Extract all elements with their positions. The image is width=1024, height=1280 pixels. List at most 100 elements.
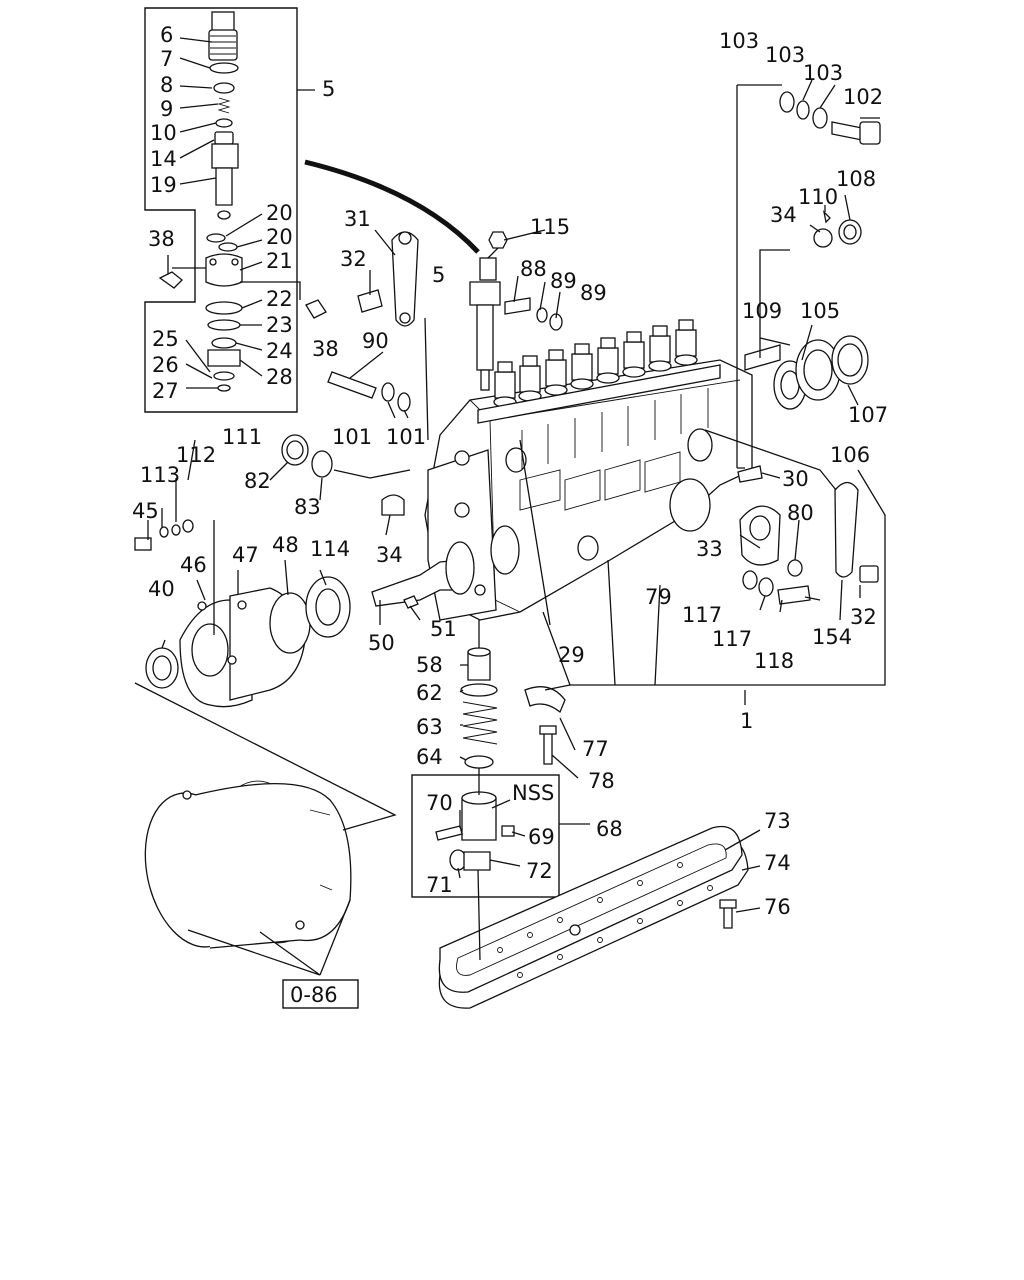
- camshaft-50: [371, 541, 475, 609]
- bracket-77-screw-78: [524, 686, 566, 765]
- callout-103-b: 103: [765, 43, 805, 67]
- callout-64: 64: [416, 745, 443, 769]
- callout-9: 9: [160, 97, 173, 121]
- delivery-valve-parts-stack: [205, 11, 243, 392]
- bearing-105-seal-107: [744, 335, 869, 410]
- callout-71: 71: [426, 873, 453, 897]
- callout-103-c: 103: [803, 61, 843, 85]
- callout-74: 74: [764, 851, 791, 875]
- drive-end-assembly: [145, 576, 351, 708]
- delivery-valve-kit-frame: [144, 7, 315, 413]
- callout-115: 115: [530, 215, 570, 239]
- kit-leader-lines: [167, 37, 301, 389]
- callout-112: 112: [176, 443, 216, 467]
- callout-103-a: 103: [719, 29, 759, 53]
- fitting-108-110-34: [813, 210, 862, 248]
- callout-76: 76: [764, 895, 791, 919]
- callout-32-b: 32: [850, 605, 877, 629]
- leader-lines-main: [134, 79, 886, 961]
- callout-110: 110: [798, 185, 838, 209]
- callout-80: 80: [787, 501, 814, 525]
- delivery-valve-holder-5: [469, 231, 508, 391]
- callout-31: 31: [344, 207, 371, 231]
- callout-108: 108: [836, 167, 876, 191]
- callout-25: 25: [152, 327, 179, 351]
- delivery-valve-holders-row: [477, 319, 721, 424]
- bolt-45-washers: [134, 519, 194, 551]
- bolt-90-washers-101: [327, 371, 411, 412]
- callout-89-b: 89: [580, 281, 607, 305]
- callout-38-a: 38: [148, 227, 175, 251]
- callout-63: 63: [416, 715, 443, 739]
- callout-82: 82: [244, 469, 271, 493]
- plugs-82-83-34: [281, 434, 405, 516]
- callout-113: 113: [140, 463, 180, 487]
- callout-88: 88: [520, 257, 547, 281]
- callout-29: 29: [558, 643, 585, 667]
- callout-78: 78: [588, 769, 615, 793]
- callout-34-left: 34: [376, 543, 403, 567]
- callout-114: 114: [310, 537, 350, 561]
- callout-7: 7: [160, 47, 173, 71]
- callout-154: 154: [812, 625, 852, 649]
- callout-nss: NSS: [512, 781, 554, 805]
- callout-51: 51: [430, 617, 457, 641]
- callout-26: 26: [152, 353, 179, 377]
- callout-38-b: 38: [312, 337, 339, 361]
- banjo-bolt-102-washers-103: [779, 91, 881, 145]
- callout-24: 24: [266, 339, 293, 363]
- callout-1: 1: [740, 709, 753, 733]
- callout-118: 118: [754, 649, 794, 673]
- callout-34-top: 34: [770, 203, 797, 227]
- callout-30: 30: [782, 467, 809, 491]
- callout-33: 33: [696, 537, 723, 561]
- callout-101-a: 101: [332, 425, 372, 449]
- bottom-cover-73-74: [438, 826, 749, 1009]
- callout-5-holder: 5: [432, 263, 445, 287]
- callout-19: 19: [150, 173, 177, 197]
- timer-housing-reference: [144, 780, 359, 1009]
- callout-20-b: 20: [266, 225, 293, 249]
- side-cover-parts: [737, 465, 879, 605]
- callout-10: 10: [150, 121, 177, 145]
- callout-89-a: 89: [550, 269, 577, 293]
- callout-14: 14: [150, 147, 177, 171]
- callout-48: 48: [272, 533, 299, 557]
- callout-72: 72: [526, 859, 553, 883]
- callout-109: 109: [742, 299, 782, 323]
- reference-arrow: [304, 159, 480, 254]
- reference-box-label: 0-86: [290, 983, 338, 1007]
- callout-23: 23: [266, 313, 293, 337]
- callout-77: 77: [582, 737, 609, 761]
- callout-83: 83: [294, 495, 321, 519]
- callout-117-b: 117: [712, 627, 752, 651]
- pump-housing: [424, 359, 753, 621]
- callout-102: 102: [843, 85, 883, 109]
- callout-32-a: 32: [340, 247, 367, 271]
- callout-27: 27: [152, 379, 179, 403]
- callout-117-a: 117: [682, 603, 722, 627]
- callout-40: 40: [148, 577, 175, 601]
- callout-73: 73: [764, 809, 791, 833]
- callout-21: 21: [266, 249, 293, 273]
- lifting-bracket-31: [357, 231, 419, 327]
- callout-8: 8: [160, 73, 173, 97]
- bolt-88-washers-89: [504, 297, 563, 331]
- callout-105: 105: [800, 299, 840, 323]
- tappet-spring-parts: [460, 647, 498, 769]
- callout-47: 47: [232, 543, 259, 567]
- callout-22: 22: [266, 287, 293, 311]
- callout-50: 50: [368, 631, 395, 655]
- callout-101-b: 101: [386, 425, 426, 449]
- callout-69: 69: [528, 825, 555, 849]
- callout-62: 62: [416, 681, 443, 705]
- callout-6: 6: [160, 23, 173, 47]
- callout-79: 79: [645, 585, 672, 609]
- callout-111: 111: [222, 425, 262, 449]
- callout-107: 107: [848, 403, 888, 427]
- callout-68: 68: [596, 817, 623, 841]
- callout-58: 58: [416, 653, 443, 677]
- callout-46: 46: [180, 553, 207, 577]
- callout-106: 106: [830, 443, 870, 467]
